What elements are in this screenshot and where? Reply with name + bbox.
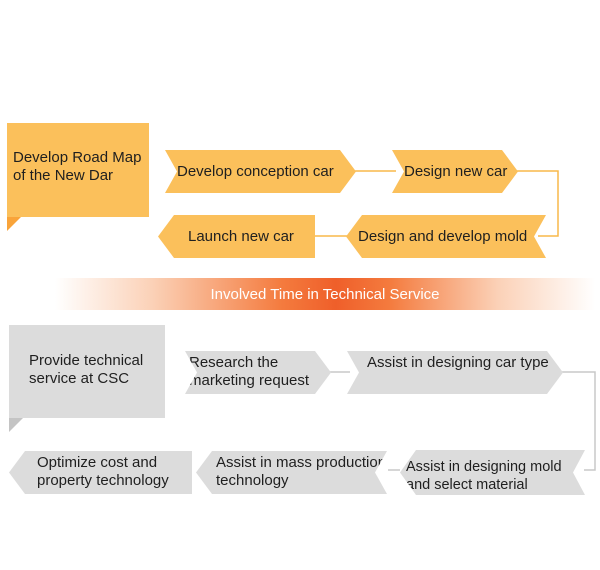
step-design-develop-mold-label: Design and develop mold — [358, 227, 528, 245]
roadmap-title-tail — [7, 217, 21, 231]
step-assist-designing-mold-label: Assist in designing mold and select mate… — [406, 459, 562, 493]
step-optimize-cost-label: Optimize cost and property technology — [37, 454, 169, 489]
step-research-marketing-request: Research the marketing request — [185, 351, 331, 394]
step-assist-designing-car-type-label: Assist in designing car type — [367, 354, 549, 371]
step-develop-conception-car-label: Develop conception car — [177, 162, 334, 180]
step-research-marketing-request-label: Research the marketing request — [189, 354, 310, 389]
step-optimize-cost: Optimize cost and property technology — [9, 451, 192, 494]
step-assist-designing-mold: Assist in designing mold and select mate… — [400, 450, 585, 495]
connector-cartype-to-mold — [556, 371, 596, 471]
step-assist-mass-production-label: Assist in mass production technology — [216, 454, 387, 489]
technical-service-title-tail — [9, 418, 23, 432]
step-launch-new-car-label: Launch new car — [188, 227, 294, 245]
step-assist-designing-car-type: Assist in designing car type — [347, 351, 563, 394]
involved-time-banner: Involved Time in Technical Service — [55, 278, 595, 310]
technical-service-title-box: Provide technical service at CSC — [9, 325, 165, 418]
step-design-develop-mold: Design and develop mold — [346, 215, 546, 258]
connector-design-to-mold — [510, 170, 559, 237]
roadmap-title-box: Develop Road Map of the New Dar — [7, 123, 149, 217]
involved-time-banner-text: Involved Time in Technical Service — [210, 285, 440, 303]
step-assist-mass-production: Assist in mass production technology — [196, 451, 387, 494]
roadmap-title-text: Develop Road Map of the New Dar — [13, 149, 142, 184]
step-design-new-car: Design new car — [392, 150, 518, 193]
step-develop-conception-car: Develop conception car — [165, 150, 356, 193]
step-launch-new-car: Launch new car — [158, 215, 315, 258]
technical-service-title-text: Provide technical service at CSC — [29, 352, 144, 387]
step-design-new-car-label: Design new car — [404, 162, 508, 180]
